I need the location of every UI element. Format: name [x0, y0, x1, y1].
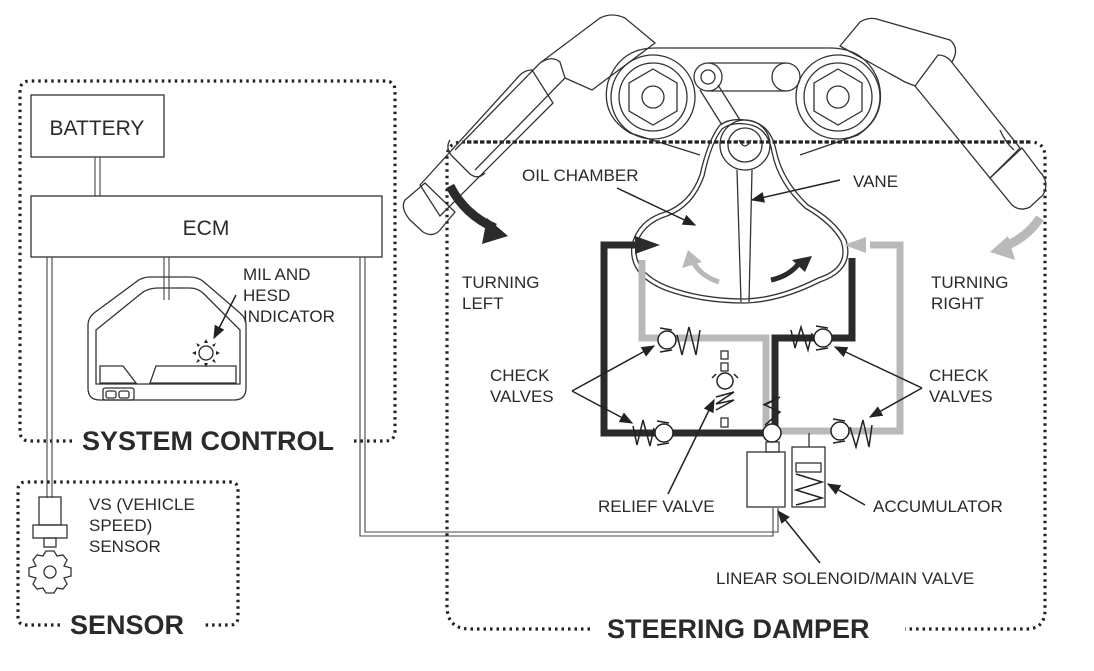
instrument-cluster-icon: [87, 276, 247, 401]
accumulator-label: ACCUMULATOR: [873, 497, 1003, 516]
battery-label: BATTERY: [50, 117, 145, 140]
vane: [736, 169, 753, 303]
right-handlebar-icon: [838, 17, 1047, 210]
steering-damper-group: STEERING DAMPER: [402, 14, 1047, 644]
battery-ecm-wire: [94, 157, 101, 196]
vane-label: VANE: [853, 172, 898, 191]
check-valves-left-arrow-upper: [571, 345, 656, 392]
vs-sensor-label-line1: VS (VEHICLE: [89, 495, 195, 514]
linear-solenoid-label: LINEAR SOLENOID/MAIN VALVE: [716, 569, 974, 588]
vane-pointer-arrow: [750, 179, 841, 203]
system-control-boundary: [18, 79, 397, 443]
relief-valve-icon: [711, 350, 739, 428]
system-control-label: SYSTEM CONTROL: [82, 426, 334, 456]
ecm-indicator-wire: [163, 257, 170, 300]
battery-box: BATTERY: [30, 94, 165, 158]
sensor-label: SENSOR: [70, 610, 184, 640]
check-valve-upper-left: [657, 326, 701, 356]
vs-sensor-icon: [28, 496, 72, 594]
check-valve-lower-left: [632, 419, 674, 447]
indicator-label-line1: MIL AND: [243, 265, 310, 284]
ecm-sensor-wire: [46, 257, 53, 498]
check-valves-right-label-line2: VALVES: [929, 387, 993, 406]
indicator-pointer-arrow: [213, 294, 237, 340]
check-valves-right-label-line1: CHECK: [929, 366, 989, 385]
oil-chamber-label: OIL CHAMBER: [522, 166, 639, 185]
main-valve-ball: [762, 423, 782, 443]
steering-damper-label: STEERING DAMPER: [607, 614, 870, 644]
relief-valve-label: RELIEF VALVE: [598, 497, 715, 516]
sensor-group: SENSOR VS (VEHICLE SPEED) SENSOR: [16, 480, 240, 640]
system-control-group: SYSTEM CONTROL BATTERY ECM: [18, 79, 397, 456]
ecm-box: ECM: [30, 195, 383, 258]
check-valve-lower-right: [830, 418, 873, 450]
accumulator-icon: [791, 433, 826, 508]
accumulator-pointer-arrow: [826, 483, 866, 506]
turning-right-label-line2: RIGHT: [931, 294, 984, 313]
oil-chamber-pointer-arrow: [616, 187, 697, 226]
vs-sensor-label-line3: SENSOR: [89, 537, 161, 556]
ecm-label: ECM: [183, 217, 230, 240]
check-valves-left-label-line1: CHECK: [490, 366, 550, 385]
mil-indicator-icon: [192, 339, 220, 367]
gear-icon: [28, 550, 72, 594]
check-valves-left-label-line2: VALVES: [490, 387, 554, 406]
check-valves-right-arrow-lower: [868, 387, 923, 418]
left-handlebar-icon: [402, 14, 657, 236]
check-valves-right-arrow-upper: [833, 346, 923, 389]
turning-left-label-line1: TURNING: [462, 273, 539, 292]
indicator-label-line2: HESD: [243, 286, 290, 305]
check-valves-left-arrow-lower: [571, 390, 634, 424]
sensor-boundary: [16, 480, 240, 627]
indicator-label-line3: INDICATOR: [243, 307, 335, 326]
check-valve-upper-right: [790, 324, 833, 353]
turning-right-label-line1: TURNING: [931, 273, 1008, 292]
damper-clamp: [605, 47, 882, 156]
linear-solenoid-icon: [746, 441, 786, 508]
steering-damper-boundary: [445, 140, 1047, 631]
relief-valve-pointer-arrow: [667, 398, 715, 495]
linear-solenoid-pointer-arrow: [777, 509, 821, 564]
main-valve-spring: [762, 396, 782, 426]
chamber-flow-arrow-right: [770, 260, 803, 283]
oil-chamber-body: [630, 118, 849, 304]
ecm-solenoid-wire: [359, 257, 779, 537]
turning-left-label-line2: LEFT: [462, 294, 504, 313]
vs-sensor-label-line2: SPEED): [89, 516, 152, 535]
